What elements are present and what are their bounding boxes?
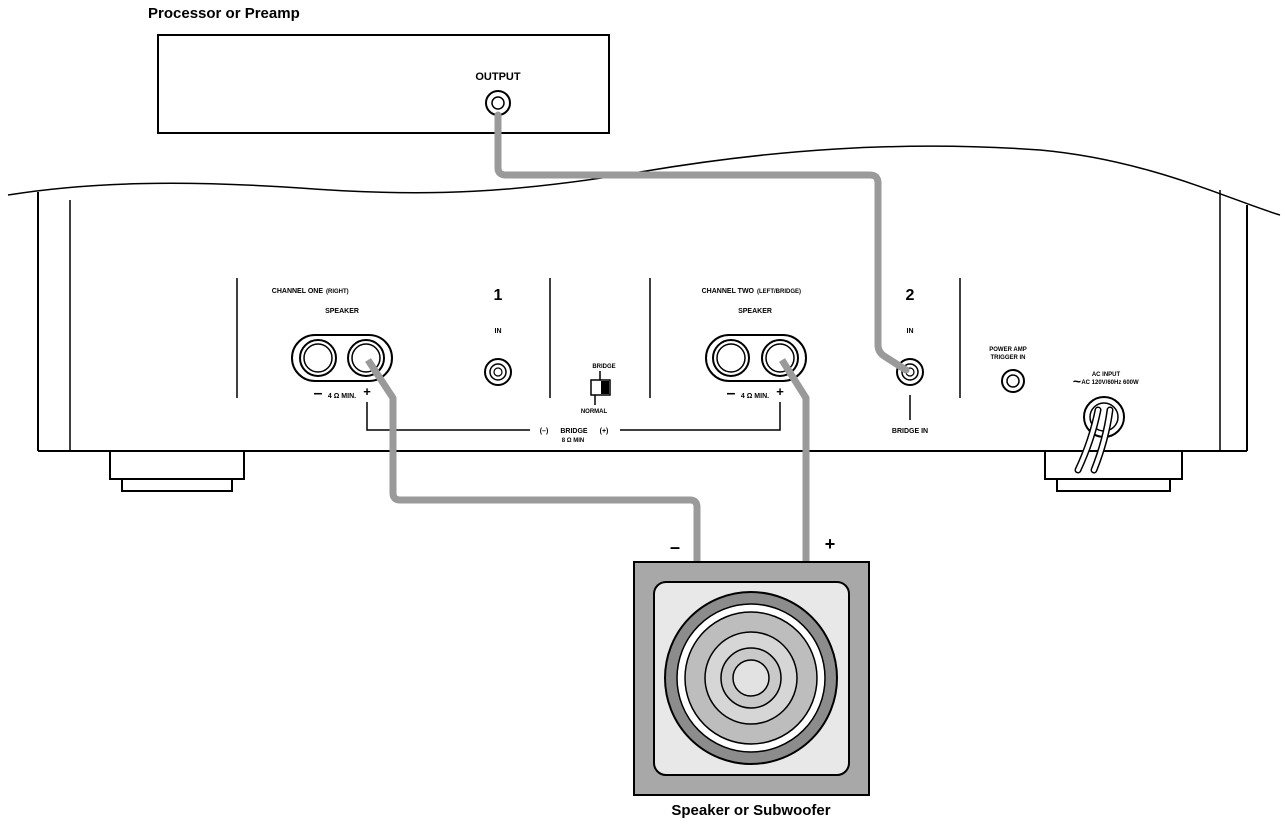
bridge-minus-label: (–) <box>540 428 549 435</box>
preamp-output-label: OUTPUT <box>475 71 521 83</box>
channel-one-speaker-label: SPEAKER <box>325 308 359 315</box>
input-cable <box>494 111 910 374</box>
ac-symbol: ~ <box>1073 373 1081 389</box>
channel-two-in-label: IN <box>907 328 914 335</box>
ac-input-label: AC INPUT <box>1092 372 1121 378</box>
preamp-output-jack[interactable] <box>485 90 511 116</box>
speaker-unit: – + Speaker or Subwoofer <box>633 534 870 819</box>
trigger-section: POWER AMP TRIGGER IN <box>989 347 1027 393</box>
speaker-plus-sign: + <box>825 534 836 554</box>
channel-one-input-jack[interactable] <box>484 358 512 386</box>
amp-foot-right <box>1044 450 1183 492</box>
channel-one-impedance: 4 Ω MIN. <box>328 393 356 400</box>
channel-one-title-suffix: (RIGHT) <box>326 289 349 295</box>
bridge-impedance-label: 8 Ω MIN <box>562 438 584 444</box>
channel-two-impedance: 4 Ω MIN. <box>741 393 769 400</box>
switch-bridge-label: BRIDGE <box>592 364 615 370</box>
chassis-top-edge <box>7 145 1281 216</box>
bridge-bracket: (–) BRIDGE (+) 8 Ω MIN <box>366 402 781 444</box>
channel-two-title: CHANNEL TWO <box>702 288 755 295</box>
preamp-box <box>157 34 610 134</box>
channel-two-title-suffix: (LEFT/BRIDGE) <box>757 289 801 295</box>
channel-one-section: CHANNEL ONE (RIGHT) SPEAKER – 4 Ω MIN. +… <box>272 287 512 402</box>
amp-foot-left <box>109 450 245 492</box>
speaker-minus-sign: – <box>670 537 680 557</box>
preamp-title: Processor or Preamp <box>148 5 300 22</box>
trigger-label-line1: POWER AMP <box>989 347 1026 353</box>
speaker-caption: Speaker or Subwoofer <box>671 802 830 819</box>
bridge-normal-toggle[interactable] <box>590 379 611 396</box>
preamp-unit: Processor or Preamp OUTPUT <box>148 5 610 134</box>
ac-input-section: ~ AC INPUT AC 120V/60Hz 600W <box>1073 372 1139 474</box>
switch-normal-label: NORMAL <box>581 409 608 415</box>
cables <box>365 111 910 562</box>
channel-one-minus-sign: – <box>314 385 323 402</box>
woofer-cone <box>664 591 838 765</box>
ac-input-rating: AC 120V/60Hz 600W <box>1081 380 1139 386</box>
bridge-mode-switch: BRIDGE NORMAL <box>581 364 616 415</box>
channel-two-minus-sign: – <box>727 385 736 402</box>
ac-power-cord <box>1074 396 1125 474</box>
channel-two-minus-terminal[interactable] <box>712 339 750 377</box>
channel-one-plus-sign: + <box>363 384 371 399</box>
trigger-input-jack[interactable] <box>1001 369 1025 393</box>
channel-one-in-label: IN <box>495 328 502 335</box>
bridge-plus-label: (+) <box>600 428 609 435</box>
channel-one-minus-terminal[interactable] <box>299 339 337 377</box>
channel-two-number: 2 <box>906 287 915 304</box>
speaker-minus-cable <box>365 358 701 562</box>
channel-two-speaker-label: SPEAKER <box>738 308 772 315</box>
channel-two-plus-sign: + <box>776 384 784 399</box>
speaker-plus-cable <box>779 358 810 562</box>
bridge-label: BRIDGE <box>560 428 588 435</box>
amplifier-chassis <box>7 145 1281 492</box>
channel-one-number: 1 <box>494 287 503 304</box>
bridge-in-label: BRIDGE IN <box>892 428 928 435</box>
trigger-label-line2: TRIGGER IN <box>990 355 1025 361</box>
channel-one-title: CHANNEL ONE <box>272 288 324 295</box>
